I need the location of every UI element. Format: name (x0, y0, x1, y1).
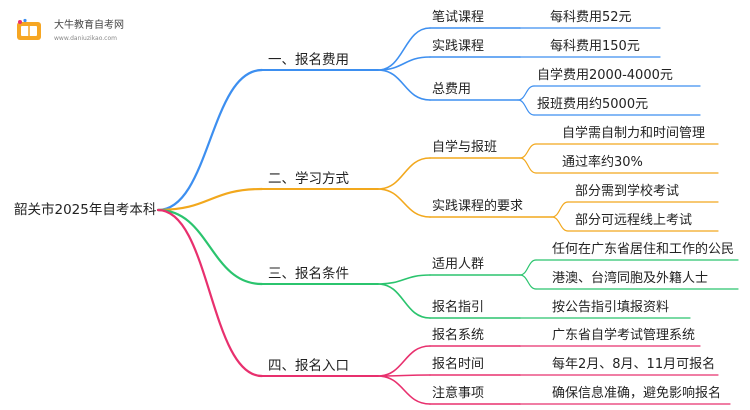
leaf-school-exam: 部分需到学校考试 (575, 184, 680, 199)
leaf-system-name: 广东省自学考试管理系统 (552, 328, 696, 343)
leaf-self-discipline: 自学需自制力和时间管理 (562, 126, 706, 141)
connector-leaf-2-0-1 (519, 274, 537, 290)
connector-branch-1-child-1 (377, 188, 431, 218)
connector-branch-3-child-0 (377, 345, 431, 377)
node-applicable-people: 适用人群 (432, 257, 485, 272)
leaf-practice-fee: 每科费用150元 (550, 39, 640, 54)
connector-root-branch-1 (156, 187, 264, 212)
leaf-hk-macau-taiwan: 港澳、台湾同胞及外籍人士 (552, 271, 709, 286)
connector-leaf-1-0-1 (519, 157, 537, 174)
connector-leaf-1-0-0 (519, 143, 537, 159)
node-total-fee: 总费用 (432, 82, 472, 97)
connector-root-branch-0 (156, 68, 264, 212)
leaf-accuracy-note: 确保信息准确，避免影响报名 (552, 386, 722, 401)
node-registration-system: 报名系统 (432, 328, 485, 343)
leaf-self-study-fee: 自学费用2000-4000元 (537, 68, 673, 83)
connector-root-branch-2 (156, 208, 264, 286)
leaf-fill-info: 按公告指引填报资料 (552, 300, 670, 315)
connector-branch-3-child-2 (377, 375, 431, 405)
connector-branch-2-child-1 (377, 283, 431, 319)
connector-leaf-0-2-0 (517, 85, 535, 101)
leaf-written-fee: 每科费用52元 (550, 10, 632, 25)
logo-url: www.daniuzikao.com (54, 35, 117, 42)
site-logo: 大牛教育自考网 www.daniuzikao.com (14, 16, 154, 50)
connector-branch-2-child-0 (377, 274, 431, 285)
logo-title: 大牛教育自考网 (54, 20, 124, 31)
logo-book-icon (17, 18, 41, 40)
root-node: 韶关市2025年自考本科 (14, 202, 157, 218)
node-practice-requirements: 实践课程的要求 (432, 199, 524, 214)
node-registration-guide: 报名指引 (432, 300, 485, 315)
branch-fees: 一、报名费用 (268, 52, 349, 68)
connector-branch-0-child-1 (377, 56, 431, 71)
connector-branch-1-child-0 (377, 157, 431, 190)
leaf-pass-rate: 通过率约30% (562, 155, 643, 170)
leaf-guangdong-residents: 任何在广东省居住和工作的公民 (552, 242, 735, 257)
branch-portal: 四、报名入口 (268, 358, 349, 374)
connector-root-branch-3 (156, 208, 264, 378)
leaf-online-exam: 部分可远程线上考试 (575, 213, 693, 228)
node-registration-time: 报名时间 (432, 357, 485, 372)
node-notes: 注意事项 (432, 386, 485, 401)
node-self-vs-class: 自学与报班 (432, 140, 498, 155)
leaf-class-fee: 报班费用约5000元 (537, 97, 649, 112)
branch-study-mode: 二、学习方式 (268, 171, 349, 187)
node-practice-course: 实践课程 (432, 39, 485, 54)
connector-leaf-0-2-1 (517, 99, 535, 116)
connector-branch-0-child-2 (377, 69, 431, 101)
leaf-registration-months: 每年2月、8月、11月可报名 (552, 357, 716, 372)
connector-leaf-1-1-0 (551, 201, 569, 218)
branch-eligibility: 三、报名条件 (268, 266, 349, 282)
connector-leaf-1-1-1 (551, 216, 569, 232)
connector-leaf-2-0-0 (519, 259, 537, 276)
node-written-course: 笔试课程 (432, 10, 485, 25)
